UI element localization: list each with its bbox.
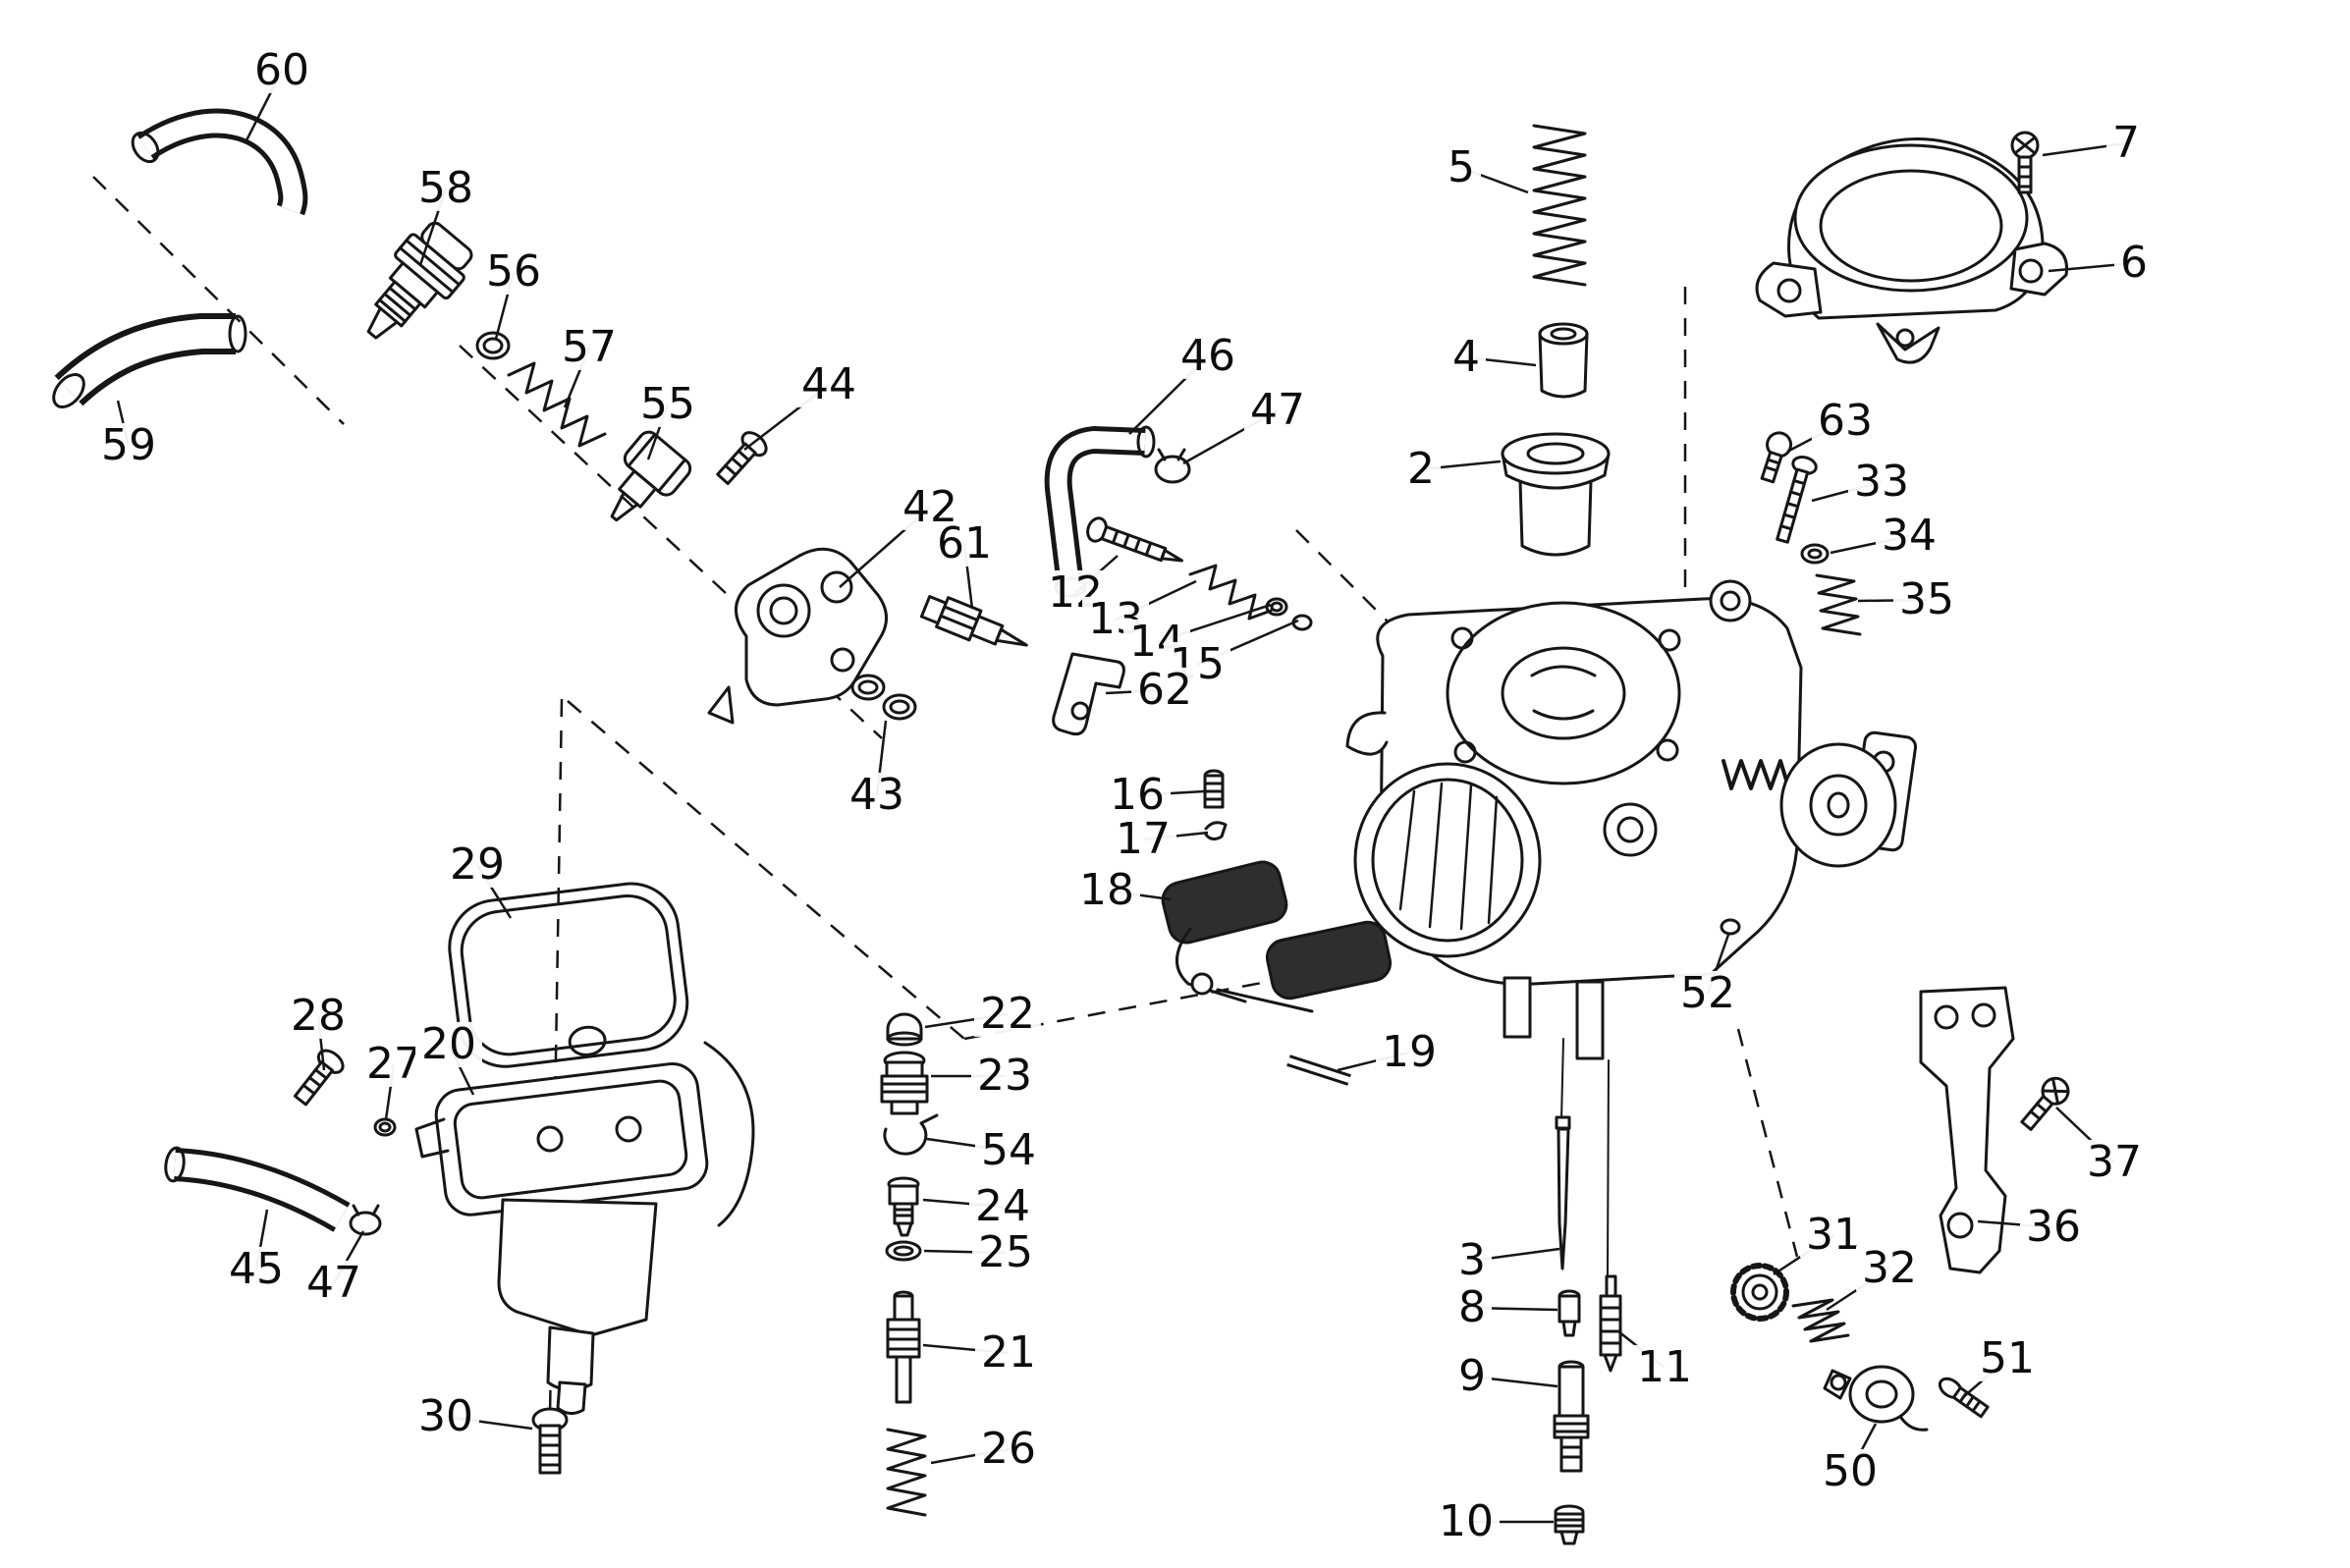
leader-line: [1826, 1267, 1890, 1312]
part-27-washer: [373, 1117, 397, 1137]
part-42-cable-bracket: [707, 547, 888, 725]
leader-line: [2042, 141, 2127, 157]
part-33-screw: [1776, 456, 1818, 544]
part-9-main-jet-holder: [1553, 1360, 1590, 1473]
part-28-screw: [293, 1049, 345, 1107]
part-61-pilot-screw: [919, 595, 1028, 647]
part-16-plug: [1203, 769, 1225, 809]
leader-line: [1961, 1358, 2008, 1399]
leader-line: [839, 507, 931, 588]
part-2-diaphragm-cap: [1501, 432, 1611, 557]
leader-line: [1196, 619, 1299, 667]
part-63-screw: [1760, 431, 1793, 484]
part-18-float: [1161, 860, 1393, 1013]
part-11-needle-jet-right: [1599, 1274, 1622, 1373]
leader-line: [1142, 831, 1209, 841]
leader-line: [332, 1230, 365, 1284]
leader-line: [922, 1343, 1010, 1355]
part-19-float-pin: [1286, 1054, 1351, 1086]
part-5-piston-spring: [1532, 124, 1587, 287]
leader-line: [1857, 598, 1928, 603]
part-62-clamp: [1052, 652, 1125, 736]
leader-line: [962, 543, 974, 610]
leader-line: [563, 347, 591, 408]
part-57-spring: [507, 361, 607, 448]
part-13-spring: [1188, 564, 1273, 621]
part-24-pilot-jet: [887, 1176, 920, 1237]
part-20-float-bowl: [414, 1041, 755, 1415]
part-29-bowl-gasket: [448, 882, 689, 1068]
part-23-main-jet-assy: [880, 1051, 929, 1115]
part-43-o-rings: [850, 674, 917, 721]
part-55-starter-plunger: [610, 430, 692, 522]
leader-line: [494, 271, 516, 340]
leader-line: [384, 1063, 396, 1120]
leader-line: [475, 864, 513, 919]
leader-line: [922, 1198, 1004, 1209]
part-54-clip: [883, 1113, 939, 1156]
leader-line: [926, 1137, 1010, 1153]
leader-line: [254, 1209, 269, 1271]
part-26-spring: [886, 1428, 927, 1517]
leader-line: [875, 720, 888, 796]
leader-line: [1471, 1247, 1560, 1263]
part-34-washer: [1800, 543, 1830, 565]
leader-line: [1105, 688, 1166, 695]
part-52-o-ring: [1720, 918, 1741, 936]
part-47-clip: [1154, 448, 1191, 484]
part-37-screw: [2020, 1076, 2070, 1131]
leader-line: [1420, 460, 1502, 471]
leader-line: [1773, 1233, 1834, 1276]
part-60-breather-hose: [131, 108, 308, 216]
part-8-needle-holder: [1558, 1289, 1581, 1337]
part-35-spring: [1815, 573, 1862, 636]
leader-line: [116, 400, 131, 447]
leader-line: [1617, 1330, 1666, 1369]
leader-line: [1106, 889, 1172, 901]
leader-line: [1830, 534, 1910, 555]
leader-line: [1136, 789, 1205, 797]
part-3-jet-needle: [1555, 1115, 1571, 1271]
leader-line: [445, 1415, 533, 1431]
part-21-needle-jet: [886, 1290, 921, 1404]
part-58-fuel-fitting: [366, 221, 473, 340]
part-14-washer: [1265, 597, 1288, 617]
leader-line: [1182, 408, 1279, 465]
leader-line: [2055, 1107, 2115, 1163]
part-6-top-cover: [1755, 137, 2069, 364]
part-46-vent-pipe: [1044, 425, 1156, 598]
leader-line: [930, 1447, 1010, 1465]
part-47-clip-2: [349, 1204, 382, 1236]
part-50-throttle-stop: [1823, 1365, 1929, 1432]
leader-line: [1848, 1423, 1878, 1473]
leader-line: [1465, 355, 1537, 367]
part-56-o-ring: [475, 331, 511, 360]
part-7-cover-screw: [2010, 131, 2040, 194]
leader-line: [923, 1249, 1007, 1255]
leader-line: [1471, 1375, 1558, 1388]
leader-line: [1460, 166, 1529, 194]
part-32-spring: [1791, 1298, 1850, 1343]
part-45-drain-hose: [164, 1146, 351, 1232]
part-10-main-jet: [1554, 1504, 1585, 1545]
part-31-starwheel: [1730, 1263, 1789, 1322]
leader-line: [743, 384, 830, 451]
leader-line: [1811, 480, 1883, 503]
leader-line: [1471, 1306, 1558, 1312]
leader-line: [1156, 603, 1272, 644]
part-4-spring-seat: [1538, 322, 1589, 399]
part-30-drain-screw: [531, 1407, 569, 1475]
part-17-clip: [1204, 821, 1228, 841]
part-22-cap: [886, 1012, 923, 1047]
leader-line: [1128, 355, 1209, 435]
part-12-screw: [1086, 516, 1183, 563]
part-36-bracket: [1919, 986, 2015, 1274]
carburetor-main-body: [1345, 579, 1918, 1275]
leader-line: [1786, 419, 1846, 454]
leader-line: [1115, 579, 1197, 622]
part-59-breather-hose: [52, 313, 247, 408]
part-25-washer: [885, 1240, 922, 1262]
leader-line: [1337, 1051, 1410, 1072]
